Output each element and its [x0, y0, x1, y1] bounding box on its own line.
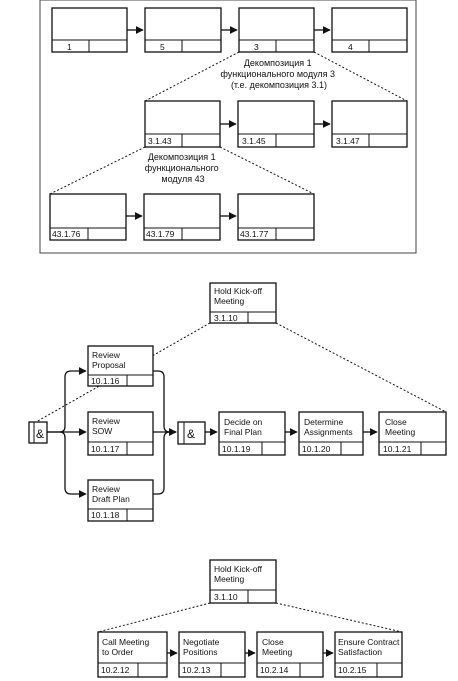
dash-bottom-left: [97, 602, 211, 633]
node-l2-2: 3.1.47: [331, 100, 408, 148]
node-l3-0-id: 43.1.76: [52, 229, 81, 239]
dash-mid-right: [275, 322, 447, 413]
dash-module3-left: [144, 51, 240, 102]
note-module3-line3: (т.е. декомпозиция 3.1): [231, 80, 327, 90]
and-join-symbol: &: [187, 427, 195, 441]
note-module43: Декомпозиция 1 функционального модуля 43: [145, 152, 221, 184]
node-call-meeting-id: 10.2.12: [101, 665, 130, 675]
mid-parent-id: 3.1.10: [214, 313, 238, 323]
node-l3-2-id: 43.1.77: [240, 229, 269, 239]
node-ensure-contract-title: Ensure Contract Satisfaction: [338, 637, 402, 657]
node-review-draftplan: Review Draft Plan 10.1.18: [87, 479, 154, 522]
node-ensure-contract-id: 10.2.15: [338, 665, 367, 675]
node-review-sow-id: 10.1.17: [91, 444, 120, 454]
node-review-draftplan-title: Review Draft Plan: [92, 484, 130, 504]
arrow-proposal-join: [153, 370, 177, 436]
node-l3-2: 43.1.77: [237, 193, 315, 241]
arrow-split-draftplan: [59, 431, 87, 498]
node-decide-final-plan: Decide on Final Plan 10.1.19: [218, 411, 286, 456]
note-module3-line2: функционального модуля 3: [220, 69, 335, 79]
mid-parent-title: Hold Kick-off Meeting: [214, 286, 264, 306]
top-panel-frame: [39, 0, 417, 254]
arrow-split-proposal: [47, 367, 87, 433]
bottom-parent-id: 3.1.10: [214, 592, 238, 602]
node-review-proposal-title: Review Proposal: [92, 350, 126, 370]
node-l2-0-id: 3.1.43: [148, 136, 172, 146]
node-decide-final-plan-title: Decide on Final Plan: [224, 417, 265, 437]
node-l3-1: 43.1.79: [143, 193, 221, 241]
node-close-meeting-bottom-id: 10.2.14: [260, 665, 289, 675]
node-negotiate-positions-title: Negotiate Positions: [183, 637, 222, 657]
node-l2-0: 3.1.43: [144, 100, 221, 148]
node-l1-1: 5: [144, 7, 222, 53]
node-call-meeting-title: Call Meeting to Order: [102, 637, 152, 657]
node-review-sow: Review SOW 10.1.17: [87, 411, 154, 456]
node-l1-2-id: 3: [254, 42, 259, 52]
node-close-meeting-mid-title: Close Meeting: [385, 417, 416, 437]
node-negotiate-positions: Negotiate Positions 10.2.13: [178, 631, 246, 678]
node-review-proposal: Review Proposal 10.1.16: [87, 345, 154, 387]
bottom-parent-node: Hold Kick-off Meeting 3.1.10: [209, 559, 277, 604]
note-module3: Декомпозиция 1 функционального модуля 3 …: [220, 58, 337, 90]
node-call-meeting: Call Meeting to Order 10.2.12: [97, 631, 168, 678]
node-l1-3-id: 4: [348, 42, 353, 52]
bottom-parent-title: Hold Kick-off Meeting: [214, 564, 264, 584]
node-l2-2-id: 3.1.47: [336, 136, 360, 146]
node-ensure-contract: Ensure Contract Satisfaction 10.2.15: [334, 631, 403, 678]
node-l1-1-id: 5: [160, 42, 165, 52]
and-split: &: [28, 421, 48, 444]
mid-parent-node: Hold Kick-off Meeting 3.1.10: [209, 282, 277, 324]
node-determine-assignments: Determine Assignments 10.1.20: [298, 411, 364, 456]
node-l1-0: 1: [51, 7, 128, 53]
arrow-draftplan-join: [153, 431, 171, 495]
node-close-meeting-mid: Close Meeting 10.1.21: [378, 411, 447, 456]
note-module43-line2: функционального: [145, 163, 219, 173]
node-determine-assignments-id: 10.1.20: [302, 444, 331, 454]
node-l1-3: 4: [331, 7, 408, 53]
node-l3-1-id: 43.1.79: [146, 229, 175, 239]
and-split-symbol: &: [36, 427, 44, 441]
and-join: &: [177, 421, 206, 445]
node-determine-assignments-title: Determine Assignments: [304, 417, 353, 437]
node-decide-final-plan-id: 10.1.19: [222, 444, 251, 454]
dash-module3-right: [313, 51, 408, 102]
note-module3-line1: Декомпозиция 1: [244, 58, 312, 68]
node-close-meeting-bottom-title: Close Meeting: [262, 637, 293, 657]
note-module43-line1: Декомпозиция 1: [148, 152, 216, 162]
node-review-proposal-id: 10.1.16: [91, 376, 120, 386]
node-review-sow-title: Review SOW: [92, 416, 122, 436]
node-l3-0: 43.1.76: [49, 193, 127, 241]
node-review-draftplan-id: 10.1.18: [91, 510, 120, 520]
node-close-meeting-mid-id: 10.1.21: [383, 444, 412, 454]
node-negotiate-positions-id: 10.2.13: [182, 665, 211, 675]
node-l1-0-id: 1: [67, 42, 72, 52]
node-l1-2: 3: [238, 7, 315, 53]
dash-module43-right: [219, 146, 315, 195]
dash-bottom-right: [275, 602, 403, 633]
node-close-meeting-bottom: Close Meeting 10.2.14: [256, 631, 324, 678]
node-l2-1-id: 3.1.45: [242, 136, 266, 146]
dash-module43-left: [49, 146, 146, 195]
node-l2-1: 3.1.45: [237, 100, 315, 148]
note-module43-line3: модуля 43: [161, 174, 204, 184]
